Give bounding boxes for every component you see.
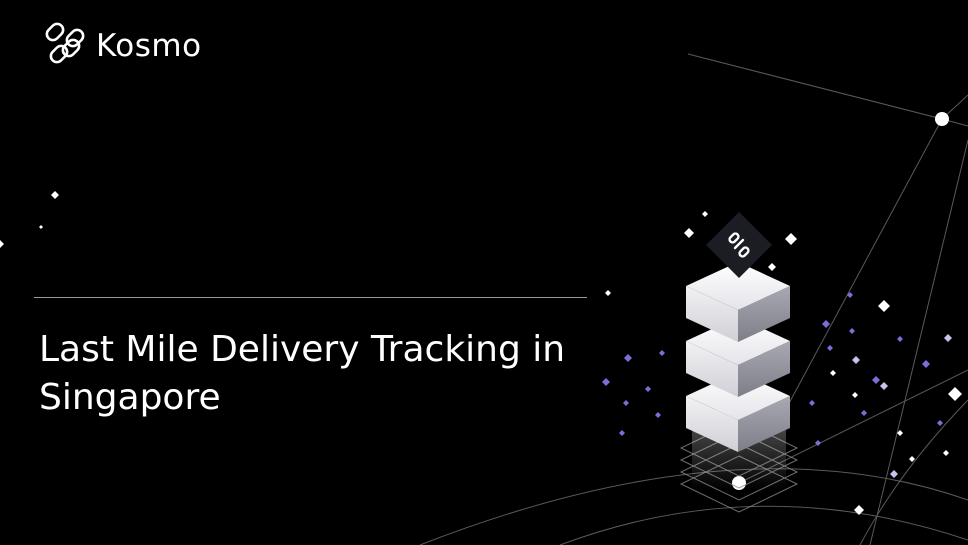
kosmo-badge-icon [706, 212, 772, 278]
title-divider [34, 297, 587, 298]
network-node [935, 112, 949, 126]
kosmo-chain-link-icon [45, 22, 85, 64]
accent-particles [602, 292, 943, 446]
brand-name: Kosmo [96, 28, 202, 64]
slide-title: Last Mile Delivery Tracking in Singapore [39, 329, 566, 418]
brand-logo: Kosmo [40, 22, 202, 70]
sparkle-particles [0, 191, 962, 515]
soft-particles [852, 334, 952, 478]
cube-top [686, 262, 790, 342]
